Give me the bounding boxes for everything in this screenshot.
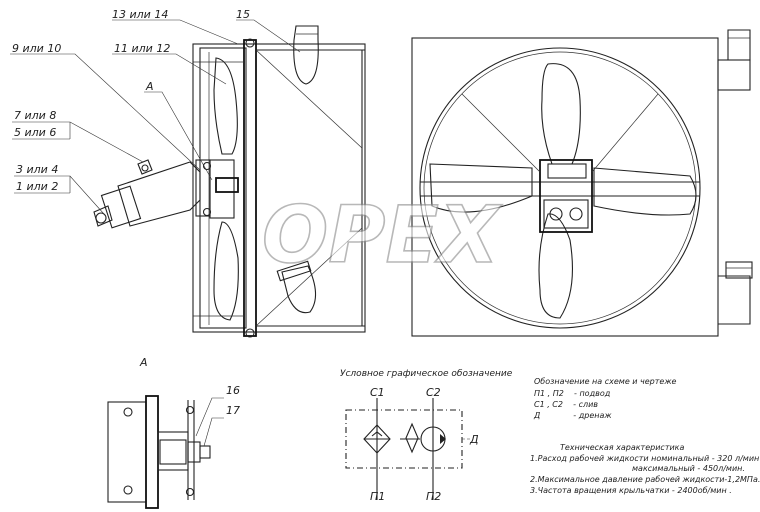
symbol-c2: С2 xyxy=(426,386,441,399)
symbol-d: Д xyxy=(469,433,479,446)
watermark: OPEX xyxy=(262,191,503,281)
callout-16: 16 xyxy=(226,384,240,397)
symbol-p2: П2 xyxy=(426,490,441,503)
callout-5-6: 5 или 6 xyxy=(14,126,56,139)
callout-13-14: 13 или 14 xyxy=(112,8,168,21)
legend-row: П1 , П2 - подвод xyxy=(534,389,611,398)
spec-line: 2.Максимальное давление рабочей жидкости… xyxy=(530,475,760,484)
detail-a xyxy=(107,395,224,509)
callout-7-8: 7 или 8 xyxy=(14,109,56,122)
callout-17: 17 xyxy=(226,404,240,417)
callout-15: 15 xyxy=(236,8,250,21)
legend-row: Д - дренаж xyxy=(533,411,612,420)
legend-row: С1 , С2 - слив xyxy=(534,400,598,409)
symbol-p1: П1 xyxy=(370,490,385,503)
side-view xyxy=(93,25,366,338)
callout-11-12: 11 или 12 xyxy=(114,42,170,55)
callout-3-4: 3 или 4 xyxy=(16,163,58,176)
specs: Техническая характеристика 1.Расход рабо… xyxy=(530,443,760,495)
front-view xyxy=(411,29,753,337)
symbol-title: Условное графическое обозначение xyxy=(340,369,513,379)
callout-1-2: 1 или 2 xyxy=(16,180,58,193)
callout-a: А xyxy=(145,80,154,93)
specs-title: Техническая характеристика xyxy=(560,443,685,452)
callout-9-10: 9 или 10 xyxy=(12,42,61,55)
legend: Обозначение на схеме и чертеже П1 , П2 -… xyxy=(533,377,677,420)
symbol-c1: С1 xyxy=(370,386,385,399)
hydraulic-symbol xyxy=(345,398,472,500)
detail-view-label: А xyxy=(139,356,148,369)
spec-line: 1.Расход рабочей жидкости номинальный - … xyxy=(530,454,759,463)
spec-line: 3.Частота вращения крыльчатки - 2400об/м… xyxy=(530,486,732,495)
leader-lines xyxy=(10,19,301,215)
spec-line: максимальный - 450л/мин. xyxy=(632,464,745,473)
legend-title: Обозначение на схеме и чертеже xyxy=(534,377,677,386)
